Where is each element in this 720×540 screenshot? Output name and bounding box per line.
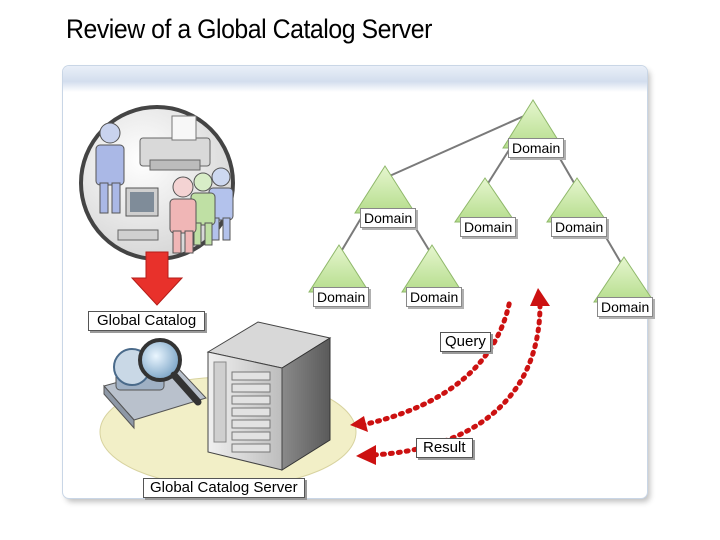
domain-triangle-mid-left — [354, 165, 416, 214]
magnifier-catalog-icon — [103, 338, 207, 430]
query-label: Query — [440, 332, 491, 352]
domain-triangle-low-center — [401, 244, 463, 293]
domain-triangle-mid-center — [454, 177, 516, 223]
panel-header-band — [63, 66, 647, 92]
query-arrow — [359, 297, 513, 428]
domain-triangle-low-right — [593, 256, 655, 303]
domain-label-mid-center: Domain — [460, 217, 517, 237]
global-catalog-server-label: Global Catalog Server — [143, 478, 305, 498]
domain-label-root: Domain — [508, 138, 565, 158]
users-printer-computer-icon — [79, 105, 235, 261]
server-tower-icon — [206, 321, 332, 471]
domain-triangles — [308, 99, 655, 303]
domain-label-low-center: Domain — [406, 287, 463, 307]
domain-triangle-mid-right — [546, 177, 608, 223]
domain-label-low-right: Domain — [597, 297, 654, 317]
domain-triangle-low-left — [308, 244, 370, 293]
domain-label-low-left: Domain — [313, 287, 370, 307]
global-catalog-label: Global Catalog — [88, 311, 206, 331]
down-arrow-icon — [130, 251, 184, 306]
page-title: Review of a Global Catalog Server — [66, 14, 432, 44]
domain-label-mid-right: Domain — [551, 217, 608, 237]
result-label: Result — [416, 438, 473, 458]
domain-label-mid-left: Domain — [360, 208, 417, 228]
result-arrow — [350, 288, 550, 465]
